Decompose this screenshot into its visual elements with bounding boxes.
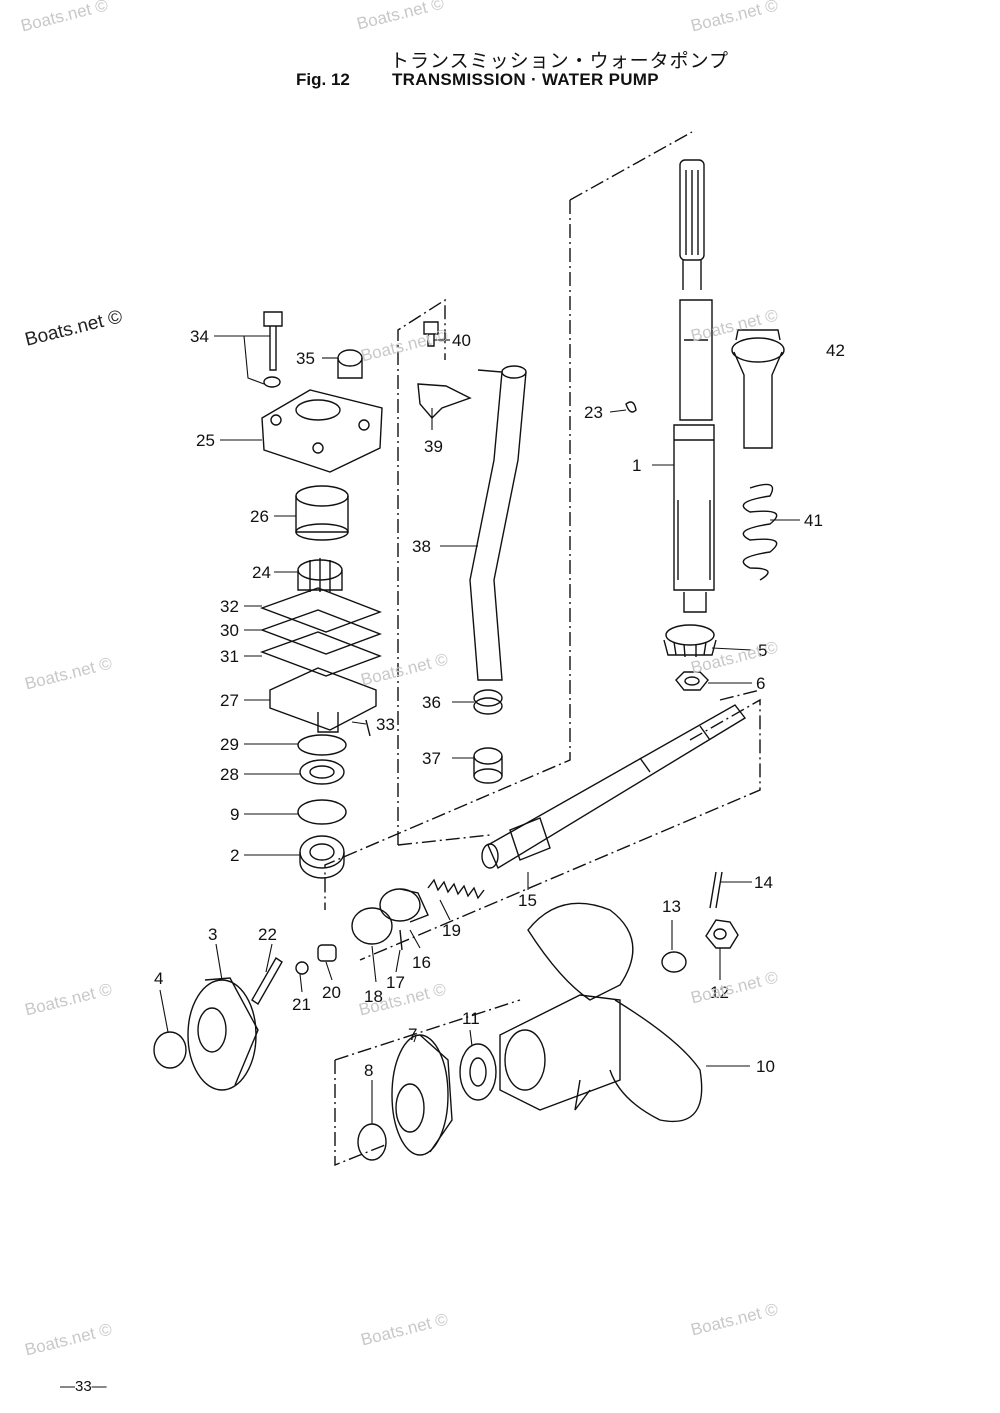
bearing-part-2 (299, 835, 345, 879)
part-label-9: 9 (230, 805, 239, 824)
propeller-shaft-part-15 (481, 704, 747, 870)
pump-case-part-27 (269, 667, 377, 733)
assembly-boundary-lines (324, 131, 761, 1167)
figure-title-japanese: トランスミッション・ウォータポンプ (390, 50, 730, 72)
drive-shaft-part-1 (673, 159, 715, 613)
spring-part-41 (742, 483, 778, 581)
propeller-part-10 (499, 902, 703, 1122)
ring-part-18 (351, 907, 393, 945)
part-label-13: 13 (662, 897, 681, 916)
pinion-gear-part-5 (663, 624, 717, 658)
pump-housing-part-25 (261, 389, 383, 473)
part-label-36: 36 (422, 693, 441, 712)
part-label-19: 19 (442, 921, 461, 940)
plunger-part-20 (317, 944, 337, 962)
part-label-10: 10 (756, 1057, 775, 1076)
part-label-23: 23 (584, 403, 603, 422)
part-label-21: 21 (292, 995, 311, 1014)
part-label-7: 7 (408, 1025, 417, 1044)
bolt-part-34 (263, 311, 283, 371)
part-label-20: 20 (322, 983, 341, 1002)
part-label-18: 18 (364, 987, 383, 1006)
part-label-42: 42 (826, 341, 845, 360)
reverse-gear-part-3 (187, 977, 259, 1091)
gasket-part-32 (259, 587, 382, 633)
part-label-25: 25 (196, 431, 215, 450)
part-label-14: 14 (754, 873, 773, 892)
pin-part-22 (251, 957, 283, 1005)
oil-seal-part-28 (299, 759, 345, 785)
part-label-11: 11 (462, 1009, 480, 1028)
part-label-8: 8 (364, 1061, 373, 1080)
part-label-32: 32 (220, 597, 239, 616)
ball-part-21 (295, 961, 309, 975)
part-label-24: 24 (252, 563, 271, 582)
part-label-28: 28 (220, 765, 239, 784)
grommet-part-37 (473, 747, 503, 784)
part-label-33: 33 (376, 715, 395, 734)
part-label-40: 40 (452, 331, 471, 350)
oring-part-9 (297, 799, 347, 825)
nut-part-6 (675, 671, 709, 691)
insert-part-35 (337, 349, 363, 379)
pin-part-33 (365, 719, 371, 737)
washer-part-34 (263, 376, 281, 388)
cotter-pin-part-14 (709, 871, 723, 909)
part-label-12: 12 (710, 983, 729, 1002)
grommet-part-36 (473, 689, 503, 715)
liner-part-26 (295, 485, 349, 541)
part-label-6: 6 (756, 674, 765, 693)
forward-gear-part-7 (391, 1034, 453, 1156)
figure-number: Fig. 12 (296, 70, 350, 89)
part-label-22: 22 (258, 925, 277, 944)
page-number: —33— (60, 1378, 107, 1395)
part-label-3: 3 (208, 925, 217, 944)
oring-part-29 (297, 734, 347, 756)
impeller-part-24 (297, 558, 343, 592)
part-label-16: 16 (412, 953, 431, 972)
shim-part-4 (153, 1031, 187, 1069)
part-label-30: 30 (220, 621, 239, 640)
part-label-2: 2 (230, 846, 239, 865)
key-part-23 (625, 401, 637, 413)
plate-part-30 (259, 609, 382, 655)
part-label-34: 34 (190, 327, 209, 346)
water-tube-part-38 (469, 365, 527, 681)
part-label-17: 17 (386, 973, 405, 992)
plate-part-39 (417, 383, 472, 420)
part-label-5: 5 (758, 641, 767, 660)
part-label-37: 37 (422, 749, 441, 768)
figure-title-english: TRANSMISSION · WATER PUMP (392, 70, 659, 89)
leader-lines (159, 335, 800, 1124)
pin-part-17 (399, 929, 403, 951)
prop-nut-part-12 (705, 919, 739, 949)
part-label-27: 27 (220, 691, 239, 710)
part-label-41: 41 (804, 511, 823, 530)
thrust-holder-part-11 (459, 1043, 497, 1101)
sleeve-part-42 (731, 329, 785, 449)
part-label-26: 26 (250, 507, 269, 526)
gasket-part-31 (259, 631, 382, 677)
part-label-1: 1 (632, 456, 641, 475)
part-label-31: 31 (220, 647, 239, 666)
part-label-39: 39 (424, 437, 443, 456)
part-label-38: 38 (412, 537, 431, 556)
spring-part-19 (427, 878, 485, 900)
part-label-29: 29 (220, 735, 239, 754)
part-label-4: 4 (154, 969, 163, 988)
washer-part-13 (661, 951, 687, 973)
part-label-35: 35 (296, 349, 315, 368)
clutch-part-16 (379, 888, 429, 923)
part-label-15: 15 (518, 891, 537, 910)
shim-part-8 (357, 1123, 387, 1161)
